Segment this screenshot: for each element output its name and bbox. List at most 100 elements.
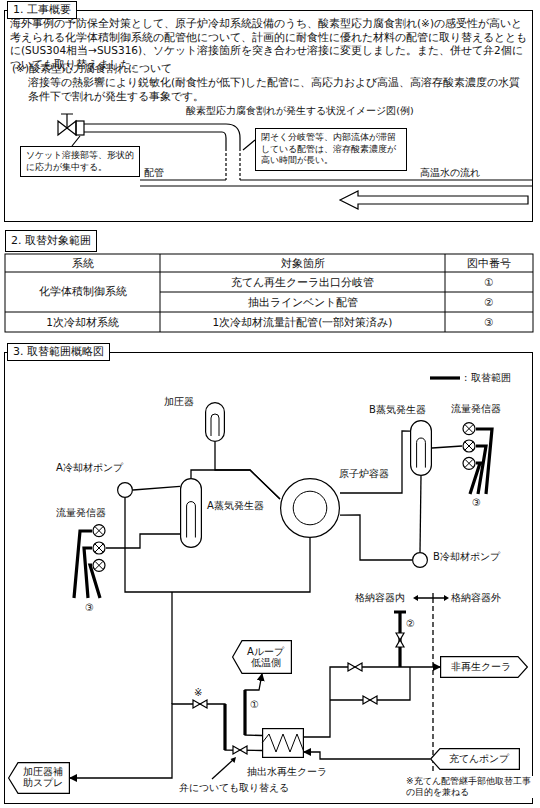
transmitter-symbol	[93, 559, 105, 571]
vessel-outline	[206, 403, 225, 442]
transmitter-cross	[465, 442, 473, 450]
table-grid	[5, 254, 533, 332]
pipe-line	[415, 593, 447, 603]
pipe-line	[133, 486, 180, 490]
pipe-line	[212, 759, 234, 779]
node-label: 加圧器	[163, 396, 195, 408]
transmitter-symbol	[463, 440, 475, 452]
pipe-line	[340, 515, 412, 560]
pipe-line	[70, 704, 262, 778]
pipe-line	[245, 674, 262, 736]
node-label: 原子炉容器	[338, 468, 390, 480]
node-outline	[180, 478, 202, 548]
terminal-outline	[441, 657, 528, 678]
node-outline	[412, 552, 428, 568]
diagram-label: ①	[249, 699, 260, 711]
table-cell: 抽出ラインベント配管	[160, 296, 445, 310]
diagram-label: 弁についても取り替える	[178, 782, 290, 793]
pump-outline	[413, 553, 428, 568]
reactor-vessel: 原子炉容器	[280, 478, 340, 538]
pipe-terminal: 加圧器補助スプレ	[8, 762, 70, 794]
pipe-line	[330, 667, 410, 700]
transmitter-symbol	[93, 542, 105, 554]
node-outline	[280, 478, 340, 538]
node-label: 非再生クーラ	[451, 661, 511, 673]
note-text: (※)酸素型応力腐食割れについて	[12, 62, 412, 76]
vessel-outline	[281, 479, 340, 538]
diagram-label: ※	[193, 687, 203, 699]
callout-box: 閉そく分岐管等、内部流体が滞留している配管は、溶存酸素濃度が高い時間が長い。	[255, 128, 407, 171]
pipe-terminal: 非再生クーラ	[440, 656, 528, 678]
section-frame: 3. 取替範囲概略図加圧器B蒸気発生器流量発信器A冷却材ポンプ原子炉容器流量発信…	[4, 352, 533, 804]
transmitter-symbol	[463, 423, 475, 435]
pipe-line	[172, 592, 447, 779]
table-grid	[5, 254, 533, 332]
legend-line-sample	[430, 376, 460, 379]
pipe-terminal: 充てんポンプ	[430, 748, 520, 770]
table-cell: ③	[445, 316, 533, 330]
diagram-label: 格納容器外	[450, 592, 502, 604]
steam-generator: A蒸気発生器	[180, 478, 202, 548]
node-label: 流量発信器	[55, 507, 107, 519]
node-label: Aループ低温側	[245, 646, 287, 669]
node-label: 流量発信器	[450, 403, 502, 415]
valve-symbol	[348, 663, 362, 671]
node-outline	[262, 728, 304, 758]
table-cell: ①	[445, 276, 533, 290]
note-text: 配管	[144, 166, 164, 179]
section-heading: 3. 取替範囲概略図	[7, 343, 110, 361]
scc-illustration	[84, 124, 240, 148]
terminal-outline	[431, 749, 520, 770]
node-label: 加圧器補助スプレ	[18, 767, 67, 789]
u-tube	[187, 502, 196, 538]
node-label: A冷却材ポンプ	[55, 462, 124, 474]
note-text: 高温水の流れ	[420, 166, 480, 179]
node-label: 抽出水再生クーラ	[246, 766, 328, 778]
callout-box: ソケット溶接部等、形状的に応力が集中する。	[20, 146, 140, 177]
node-label: B蒸気発生器	[368, 404, 427, 416]
pipe-line	[432, 446, 462, 448]
cooler-coil	[262, 734, 304, 752]
node-outline	[92, 522, 106, 574]
node-label: 充てんポンプ	[449, 753, 509, 765]
scc-illustration	[76, 121, 84, 135]
pipe-line	[304, 667, 440, 737]
section-heading: 2. 取替対象範囲	[5, 230, 97, 252]
cooler-outline	[263, 729, 304, 758]
pipe-line	[304, 752, 430, 759]
diagram-label: ②	[405, 618, 416, 630]
scc-illustration	[340, 191, 528, 209]
table-cell: 化学体積制御系統	[5, 285, 160, 299]
table-cell: ②	[445, 296, 533, 310]
transmitter-cross	[465, 425, 473, 433]
transmitter-symbol	[93, 525, 105, 537]
legend-text: : 取替範囲	[464, 371, 511, 384]
table-grid	[5, 254, 533, 332]
scc-illustration	[226, 148, 240, 180]
coolant-pump: A冷却材ポンプ	[117, 482, 133, 498]
regenerative-cooler: 抽出水再生クーラ	[262, 728, 304, 758]
table-cell: 1次冷却材系統	[5, 316, 160, 330]
scc-illustration	[61, 114, 73, 128]
valve-symbol	[233, 746, 247, 754]
table-cell: 充てん再生クーラ出口分岐管	[160, 276, 445, 290]
vessel-core	[293, 491, 327, 525]
pipe-terminal: Aループ低温側	[232, 640, 292, 674]
node-outline	[462, 420, 476, 472]
pipe-line	[420, 476, 421, 552]
node-label: B冷却材ポンプ	[432, 551, 501, 563]
valve-symbol	[363, 696, 377, 704]
pipe-line	[106, 534, 180, 548]
arrow-head	[231, 757, 237, 763]
flow-transmitter-group: 流量発信器	[92, 522, 106, 574]
node-label: 閉そく分岐管等、内部流体が滞留している配管は、溶存酸素濃度が高い時間が長い。	[261, 132, 401, 167]
diagram-label: 格納容器内	[354, 592, 406, 604]
node-outline	[205, 402, 225, 442]
node-outline	[117, 482, 133, 498]
pipe-line	[191, 470, 280, 499]
replacement-range-line	[74, 378, 492, 750]
arrow-head	[413, 595, 449, 601]
pipe-line	[432, 606, 433, 772]
terminal-outline	[233, 641, 292, 674]
